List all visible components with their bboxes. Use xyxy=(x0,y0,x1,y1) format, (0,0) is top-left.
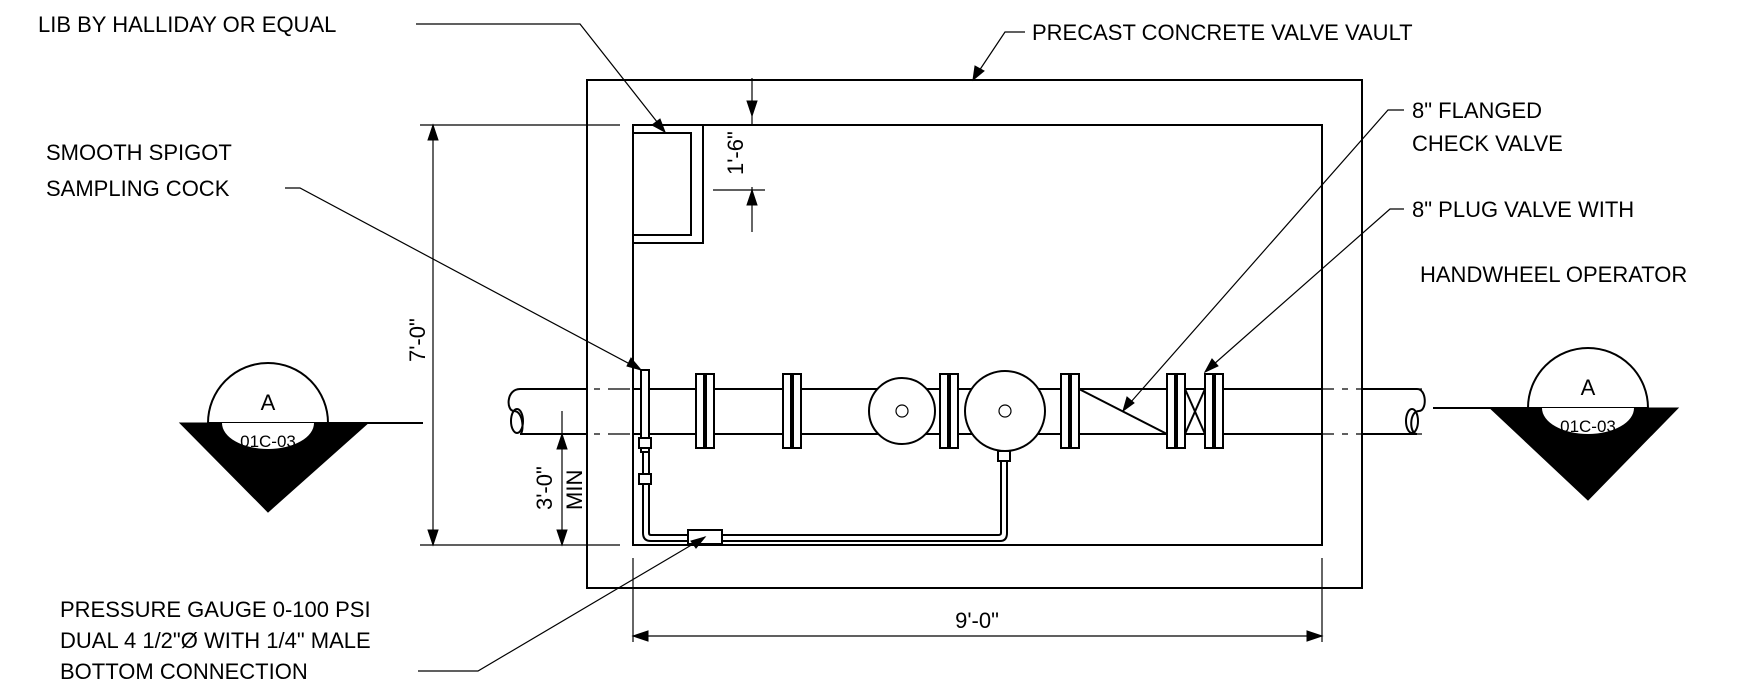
backflow-valve-bodies xyxy=(868,370,1046,452)
flange-7 xyxy=(1060,373,1070,449)
label-sampling-line1: SMOOTH SPIGOT xyxy=(46,140,232,165)
sampling-cock xyxy=(640,369,650,453)
section-marker-right xyxy=(1433,347,1680,501)
label-check-valve-line1: 8" FLANGED xyxy=(1412,98,1542,123)
dim-pipe-min-suffix: MIN xyxy=(562,470,587,510)
section-left-sheet: 01C-03 xyxy=(240,432,296,451)
vault-outer-wall xyxy=(586,79,1363,589)
pipe-flanges xyxy=(695,373,1080,449)
label-backflow-lib: LIB BY HALLIDAY OR EQUAL xyxy=(38,12,336,37)
label-gauge-line2: DUAL 4 1/2"Ø WITH 1/4" MALE xyxy=(60,628,371,653)
plug-valve-symbol xyxy=(1166,373,1224,449)
vault-inner-wall xyxy=(632,124,1323,546)
dim-vault-width: 9'-0" xyxy=(955,608,999,633)
flange-4 xyxy=(792,373,802,449)
dim-vault-height: 7'-0" xyxy=(405,318,430,362)
label-plug-valve-line1: 8" PLUG VALVE WITH xyxy=(1412,197,1634,222)
section-right-sheet: 01C-03 xyxy=(1560,417,1616,436)
label-gauge-line3: BOTTOM CONNECTION xyxy=(60,659,308,684)
vault-walls xyxy=(586,79,1363,589)
flange-1 xyxy=(695,373,705,449)
label-gauge-line1: PRESSURE GAUGE 0-100 PSI xyxy=(60,597,371,622)
flange-2 xyxy=(705,373,715,449)
leader-lines xyxy=(285,23,1404,672)
flange-8 xyxy=(1070,373,1080,449)
flange-5 xyxy=(939,373,949,449)
dimension-lines xyxy=(420,78,1324,642)
section-left-letter: A xyxy=(261,390,276,415)
access-hatch xyxy=(632,124,704,244)
section-right-letter: A xyxy=(1581,375,1596,400)
label-sampling-line2: SAMPLING COCK xyxy=(46,176,230,201)
label-vault: PRECAST CONCRETE VALVE VAULT xyxy=(1032,20,1413,45)
dim-hatch-offset: 1'-6" xyxy=(723,131,748,175)
flange-3 xyxy=(782,373,792,449)
label-plug-valve-line2: HANDWHEEL OPERATOR xyxy=(1420,262,1687,287)
dim-pipe-min-height: 3'-0" xyxy=(532,466,557,510)
label-check-valve-line2: CHECK VALVE xyxy=(1412,131,1563,156)
flange-6 xyxy=(949,373,959,449)
section-marker-left xyxy=(178,362,423,513)
